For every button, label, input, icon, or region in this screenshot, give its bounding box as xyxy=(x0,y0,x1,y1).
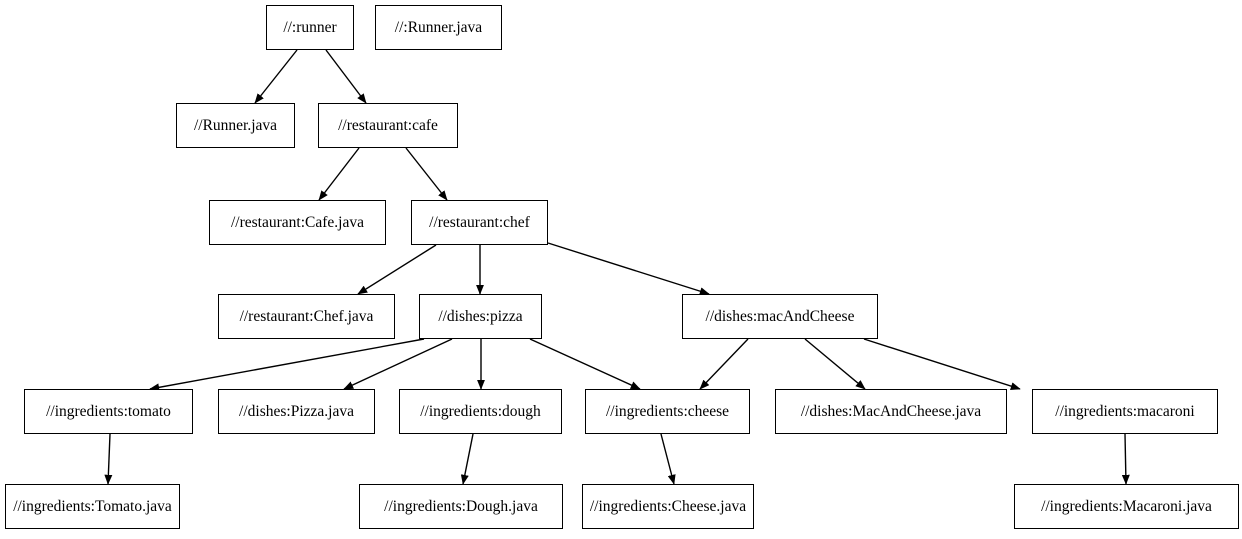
graph-node-pizza_java[interactable]: //dishes:Pizza.java xyxy=(218,389,375,434)
graph-node-label: //ingredients:tomato xyxy=(46,402,171,420)
graph-node-label: //ingredients:Tomato.java xyxy=(13,497,172,515)
graph-node-label: //dishes:Pizza.java xyxy=(239,402,354,420)
graph-node-label: //:Runner.java xyxy=(394,18,483,36)
graph-node-label: //ingredients:Cheese.java xyxy=(589,497,747,515)
graph-node-dishes_mac[interactable]: //dishes:macAndCheese xyxy=(682,294,878,339)
graph-node-ing_dough[interactable]: //ingredients:dough xyxy=(399,389,562,434)
graph-node-runner[interactable]: //:runner xyxy=(266,5,354,50)
graph-node-cheese_java[interactable]: //ingredients:Cheese.java xyxy=(582,484,754,529)
graph-node-label: //:runner xyxy=(283,18,337,36)
graph-node-label: //ingredients:dough xyxy=(420,402,541,420)
graph-node-runner_java_root[interactable]: //:Runner.java xyxy=(375,5,502,50)
graph-node-ing_cheese[interactable]: //ingredients:cheese xyxy=(585,389,750,434)
graph-node-label: //ingredients:cheese xyxy=(605,402,730,420)
graph-node-chef_java[interactable]: //restaurant:Chef.java xyxy=(218,294,395,339)
graph-node-dough_java[interactable]: //ingredients:Dough.java xyxy=(359,484,563,529)
graph-node-cafe_java[interactable]: //restaurant:Cafe.java xyxy=(209,200,386,245)
graph-node-tomato_java[interactable]: //ingredients:Tomato.java xyxy=(5,484,180,529)
graph-node-label: //restaurant:cafe xyxy=(338,116,438,134)
graph-node-macaroni_java[interactable]: //ingredients:Macaroni.java xyxy=(1014,484,1239,529)
graph-node-restaurant_cafe[interactable]: //restaurant:cafe xyxy=(318,103,458,148)
graph-node-label: //ingredients:macaroni xyxy=(1055,402,1195,420)
graph-node-mac_java[interactable]: //dishes:MacAndCheese.java xyxy=(775,389,1007,434)
graph-node-restaurant_chef[interactable]: //restaurant:chef xyxy=(411,200,548,245)
graph-node-label: //ingredients:Dough.java xyxy=(384,497,538,515)
graph-node-label: //dishes:pizza xyxy=(438,307,523,325)
graph-node-dishes_pizza[interactable]: //dishes:pizza xyxy=(419,294,542,339)
graph-node-label: //restaurant:chef xyxy=(429,213,530,231)
graph-node-label: //dishes:macAndCheese xyxy=(705,307,855,325)
graph-node-label: //ingredients:Macaroni.java xyxy=(1041,497,1212,515)
graph-node-runner_java[interactable]: //Runner.java xyxy=(176,103,295,148)
graph-node-label: //restaurant:Chef.java xyxy=(239,307,374,325)
graph-node-label: //Runner.java xyxy=(193,116,278,134)
graph-node-label: //restaurant:Cafe.java xyxy=(231,213,364,231)
graph-node-ing_macaroni[interactable]: //ingredients:macaroni xyxy=(1032,389,1218,434)
graph-node-label: //dishes:MacAndCheese.java xyxy=(800,402,982,420)
graph-node-ing_tomato[interactable]: //ingredients:tomato xyxy=(24,389,193,434)
